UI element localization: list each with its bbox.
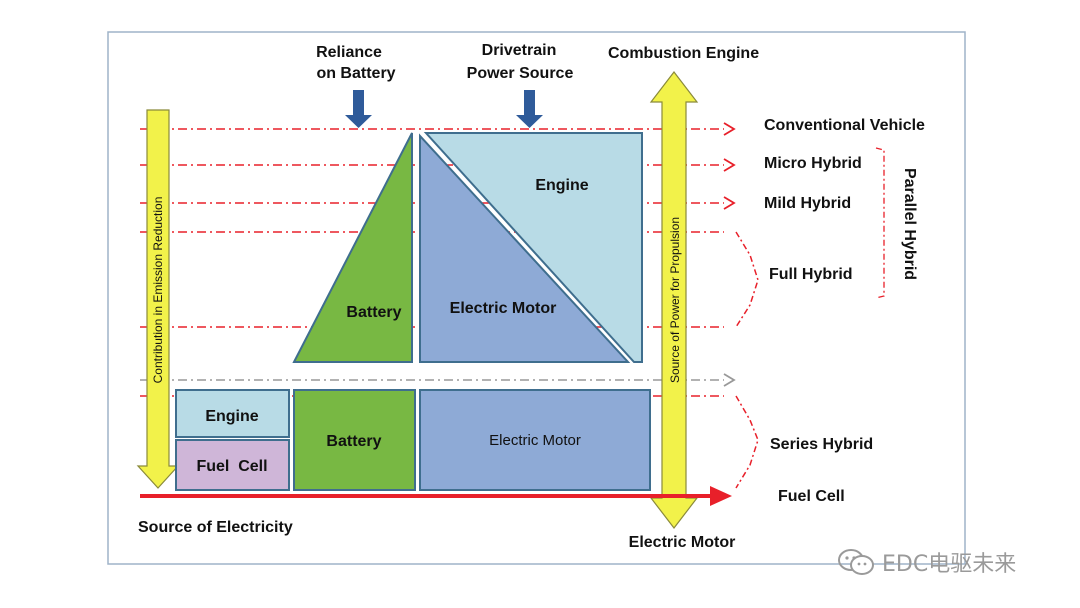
bracket-series-hybrid xyxy=(735,395,759,489)
electric-motor-triangle xyxy=(419,133,631,363)
watermark-text: EDC电驱未来 xyxy=(882,552,1017,577)
emission-reduction-arrow xyxy=(136,109,180,489)
mild-hybrid-label: Mild Hybrid xyxy=(764,195,851,212)
arrowhead-conventional xyxy=(723,122,736,136)
lower-battery-block xyxy=(293,389,416,491)
reliance-label-line1: Reliance xyxy=(316,44,382,61)
electricity-source-arrowhead xyxy=(710,486,732,506)
bracket-full-hybrid xyxy=(735,231,759,328)
lower-engine-label: Engine xyxy=(205,408,258,425)
emission-reduction-axis-label: Contribution in Emission Reduction xyxy=(151,197,165,384)
propulsion-source-arrow xyxy=(649,71,699,529)
upper-battery-label: Battery xyxy=(346,304,401,321)
arrowhead-mild xyxy=(723,196,736,210)
lower-motor-label: Electric Motor xyxy=(489,432,581,449)
wechat-icon xyxy=(838,549,874,575)
parallel-hybrid-label: Parallel Hybrid xyxy=(901,168,918,280)
lower-fuelcell-label: Fuel Cell xyxy=(196,458,267,475)
upper-engine-label: Engine xyxy=(535,177,588,194)
reliance-down-arrow xyxy=(345,90,372,128)
electricity-source-axis-label: Source of Electricity xyxy=(138,519,293,536)
engine-region xyxy=(423,132,643,363)
fuel-cell-vehicle-label: Fuel Cell xyxy=(778,488,845,505)
drivetrain-label-line1: Drivetrain xyxy=(482,42,557,59)
lower-motor-block xyxy=(419,389,651,491)
battery-triangle xyxy=(292,132,413,363)
lower-engine-block xyxy=(175,389,290,438)
combustion-engine-label: Combustion Engine xyxy=(608,45,759,62)
watermark: EDC电驱未来 xyxy=(836,544,1016,580)
arrowhead-grey xyxy=(723,373,736,387)
bracket-parallel-hybrid xyxy=(875,147,885,299)
drivetrain-label-line2: Power Source xyxy=(467,65,574,82)
propulsion-source-axis-label: Source of Power for Propulsion xyxy=(668,217,682,383)
line-arrowheads xyxy=(723,122,736,387)
arrowhead-micro xyxy=(723,158,736,172)
lower-fuelcell-block xyxy=(175,439,290,491)
drivetrain-down-arrow xyxy=(516,90,543,128)
micro-hybrid-label: Micro Hybrid xyxy=(764,155,862,172)
lower-battery-label: Battery xyxy=(326,433,381,450)
upper-motor-label: Electric Motor xyxy=(450,300,557,317)
reliance-label-line2: on Battery xyxy=(316,65,395,82)
conventional-vehicle-label: Conventional Vehicle xyxy=(764,117,925,134)
electric-motor-axis-label: Electric Motor xyxy=(629,534,736,551)
full-hybrid-label: Full Hybrid xyxy=(769,266,853,283)
series-hybrid-label: Series Hybrid xyxy=(770,436,873,453)
